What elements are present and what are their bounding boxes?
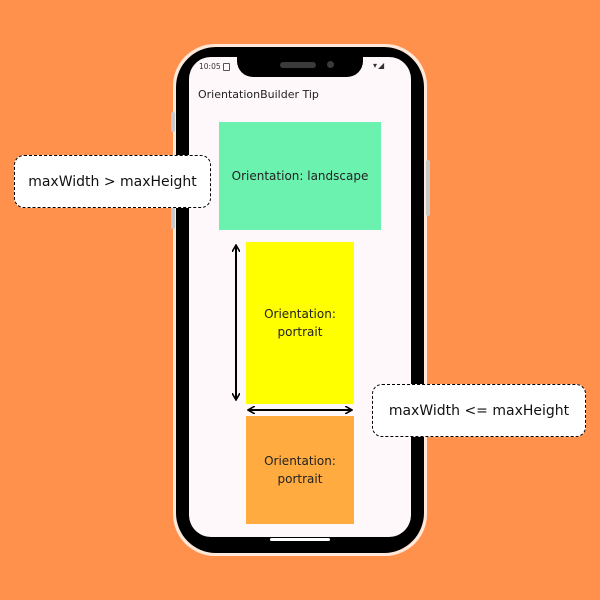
landscape-box: Orientation: landscape: [219, 122, 381, 230]
portrait-box-1: Orientation: portrait: [246, 242, 354, 404]
portrait-rule-callout: maxWidth <= maxHeight: [372, 384, 586, 437]
wifi-signal-icons: ▾◢: [373, 61, 385, 70]
portrait-rule-text: maxWidth <= maxHeight: [388, 402, 570, 419]
sim-card-icon: [223, 63, 230, 71]
app-bar-title: OrientationBuilder Tip: [198, 88, 319, 101]
speaker-grille: [280, 62, 316, 68]
camera-icon: [327, 61, 334, 68]
signal-icon: ◢: [378, 61, 386, 70]
landscape-rule-callout: maxWidth > maxHeight: [14, 155, 211, 208]
side-button-right: [426, 160, 430, 216]
wifi-icon: ▾: [373, 61, 379, 70]
landscape-rule-text: maxWidth > maxHeight: [28, 173, 197, 190]
home-indicator: [270, 538, 330, 541]
side-button-left-upper: [171, 112, 175, 132]
status-time: 10:05: [199, 62, 221, 71]
portrait-box-2: Orientation: portrait: [246, 416, 354, 524]
side-button-left-lower: [171, 195, 175, 229]
